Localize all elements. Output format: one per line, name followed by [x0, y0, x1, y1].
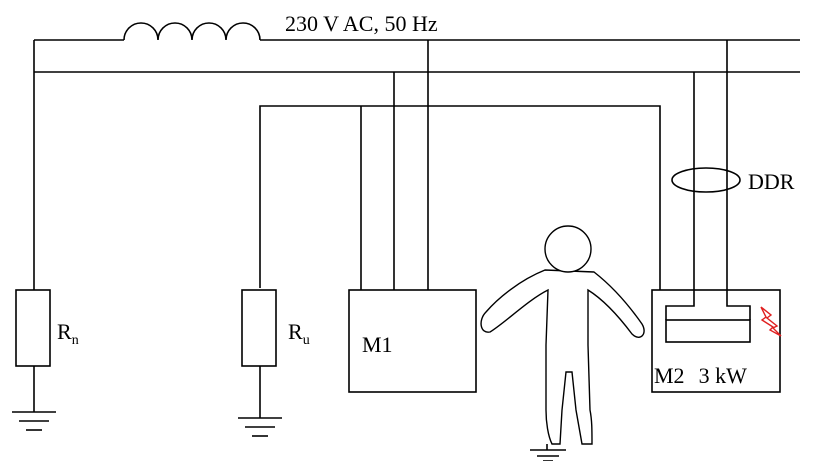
- ru-label: Ru: [288, 319, 310, 348]
- rcd-label: DDR: [748, 169, 795, 194]
- resistor-rn: [15, 289, 51, 367]
- person-figure: [480, 225, 645, 462]
- m2-heating-element: [665, 319, 751, 343]
- rn-branch: [12, 40, 56, 431]
- lightning-icon: [760, 306, 782, 337]
- rn-label: Rn: [57, 319, 79, 348]
- rcd-toroid: [671, 167, 741, 193]
- resistor-ru: [241, 289, 277, 367]
- phase-line: [34, 22, 800, 41]
- ground-icon: [12, 411, 56, 431]
- source-label: 230 V AC, 50 Hz: [285, 11, 438, 36]
- ru-branch: [238, 289, 282, 437]
- ground-icon: [238, 417, 282, 437]
- machine-m2: [651, 289, 781, 393]
- m2-feeds: [665, 40, 751, 320]
- pe-conductor: [259, 105, 661, 290]
- machine-m1: [348, 289, 477, 393]
- ground-icon: [530, 444, 566, 462]
- m1-feeds: [360, 40, 429, 290]
- m1-label: M1: [362, 332, 393, 357]
